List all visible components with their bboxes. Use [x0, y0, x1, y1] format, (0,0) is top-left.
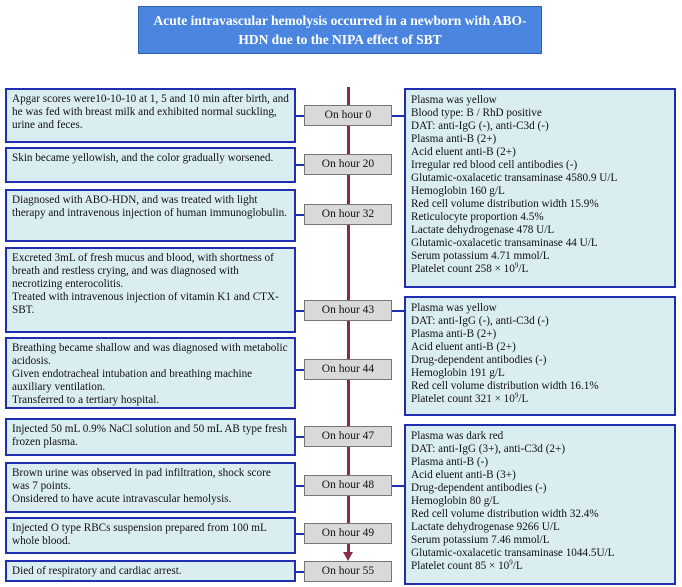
event-text: Injected O type RBCs suspension prepared… [12, 522, 267, 547]
lab-line-platelet: Platelet count 85 × 109/L [411, 558, 523, 572]
hour-label: On hour 44 [304, 359, 392, 380]
lab-line-platelet: Platelet count 321 × 109/L [411, 391, 529, 405]
event-box: Excreted 3mL of fresh mucus and blood, w… [5, 247, 296, 333]
connector [296, 533, 304, 535]
event-text: Excreted 3mL of fresh mucus and blood, w… [12, 252, 279, 316]
hour-label: On hour 55 [304, 561, 392, 582]
connector [296, 310, 304, 312]
hour-label: On hour 32 [304, 204, 392, 225]
lab-results-box: Plasma was yellow DAT: anti-IgG (-), ant… [404, 296, 676, 416]
lab-line: Acid eluent anti-B (2+) [411, 341, 516, 353]
lab-line: DAT: anti-IgG (3+), anti-C3d (2+) [411, 443, 566, 455]
hour-label: On hour 43 [304, 300, 392, 321]
lab-line: Drug-dependent antibodies (-) [411, 354, 547, 366]
lab-line: Irregular red blood cell antibodies (-) [411, 159, 578, 171]
lab-line: DAT: anti-IgG (-), anti-C3d (-) [411, 315, 549, 327]
lab-line: Hemoglobin 191 g/L [411, 367, 505, 379]
lab-line: Plasma was dark red [411, 430, 504, 442]
event-text: Apgar scores were10-10-10 at 1, 5 and 10… [12, 93, 289, 131]
lab-line: Plasma anti-B (-) [411, 456, 489, 468]
connector [392, 115, 404, 117]
event-box: Injected 50 mL 0.9% NaCl solution and 50… [5, 418, 296, 456]
hour-label: On hour 20 [304, 154, 392, 175]
lab-line: Glutamic-oxalacetic transaminase 4580.9 … [411, 172, 618, 184]
lab-line: Lactate dehydrogenase 9266 U/L [411, 521, 560, 533]
hour-label: On hour 0 [304, 105, 392, 126]
timeline-arrowhead [343, 552, 353, 561]
lab-line: Plasma was yellow [411, 302, 497, 314]
event-text: Died of respiratory and cardiac arrest. [12, 565, 182, 577]
diagram-title: Acute intravascular hemolysis occurred i… [138, 6, 542, 54]
connector [296, 436, 304, 438]
lab-line: Hemoglobin 80 g/L [411, 495, 500, 507]
lab-line: Serum potassium 4.71 mmol/L [411, 250, 550, 262]
lab-line: Acid eluent anti-B (3+) [411, 469, 516, 481]
lab-line: Red cell volume distribution width 16.1% [411, 380, 599, 392]
lab-line: Hemoglobin 160 g/L [411, 185, 505, 197]
lab-results-box: Plasma was dark red DAT: anti-IgG (3+), … [404, 424, 676, 585]
lab-line: Glutamic-oxalacetic transaminase 1044.5U… [411, 547, 615, 559]
connector [296, 115, 304, 117]
connector [296, 164, 304, 166]
hour-label: On hour 48 [304, 475, 392, 496]
event-box: Breathing became shallow and was diagnos… [5, 337, 296, 409]
connector [296, 369, 304, 371]
connector [296, 571, 304, 573]
connector [296, 214, 304, 216]
event-box: Apgar scores were10-10-10 at 1, 5 and 10… [5, 88, 296, 143]
lab-line: Plasma anti-B (2+) [411, 133, 497, 145]
lab-line: Lactate dehydrogenase 478 U/L [411, 224, 555, 236]
lab-line: Reticulocyte proportion 4.5% [411, 211, 544, 223]
connector [296, 485, 304, 487]
hour-label: On hour 47 [304, 426, 392, 447]
connector [392, 310, 404, 312]
lab-line: Acid eluent anti-B (2+) [411, 146, 516, 158]
event-text: Skin became yellowish, and the color gra… [12, 152, 274, 164]
event-text: Injected 50 mL 0.9% NaCl solution and 50… [12, 423, 288, 448]
lab-line: Blood type: B / RhD positive [411, 107, 542, 119]
lab-line: Red cell volume distribution width 15.9% [411, 198, 599, 210]
timeline-line [347, 87, 350, 557]
event-text: Breathing became shallow and was diagnos… [12, 342, 288, 406]
event-box: Died of respiratory and cardiac arrest. [5, 560, 296, 582]
event-box: Brown urine was observed in pad infiltra… [5, 462, 296, 513]
event-box: Diagnosed with ABO-HDN, and was treated … [5, 189, 296, 242]
lab-line: Plasma anti-B (2+) [411, 328, 497, 340]
lab-line: Glutamic-oxalacetic transaminase 44 U/L [411, 237, 598, 249]
event-text: Brown urine was observed in pad infiltra… [12, 467, 271, 505]
lab-line: Serum potassium 7.46 mmol/L [411, 534, 550, 546]
hour-label: On hour 49 [304, 523, 392, 544]
lab-line: Drug-dependent antibodies (-) [411, 482, 547, 494]
lab-line-platelet: Platelet count 258 × 109/L [411, 261, 529, 275]
event-box: Skin became yellowish, and the color gra… [5, 147, 296, 183]
connector [392, 485, 404, 487]
event-box: Injected O type RBCs suspension prepared… [5, 517, 296, 554]
lab-line: DAT: anti-IgG (-), anti-C3d (-) [411, 120, 549, 132]
lab-line: Plasma was yellow [411, 94, 497, 106]
event-text: Diagnosed with ABO-HDN, and was treated … [12, 194, 287, 219]
lab-results-box: Plasma was yellow Blood type: B / RhD po… [404, 88, 676, 288]
lab-line: Red cell volume distribution width 32.4% [411, 508, 599, 520]
